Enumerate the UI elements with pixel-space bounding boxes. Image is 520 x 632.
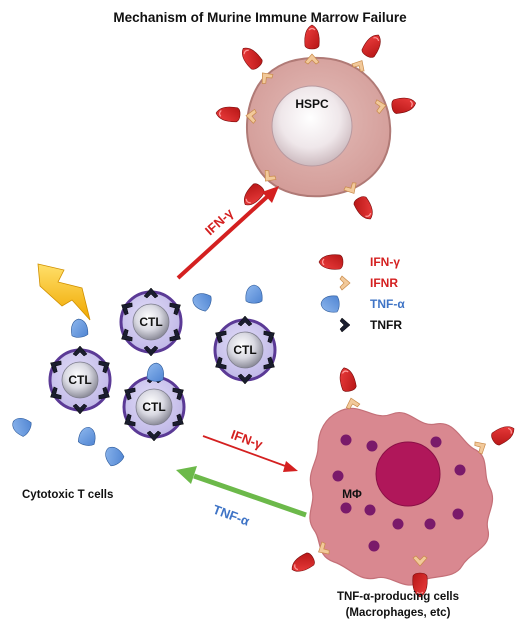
- ctl-label: CTL: [142, 400, 165, 414]
- diagram-title: Mechanism of Murine Immune Marrow Failur…: [113, 10, 407, 25]
- macrophage-cell: MΦ: [287, 365, 519, 598]
- producing-caption-line2: (Macrophages, etc): [346, 607, 451, 619]
- legend-label: TNFR: [370, 318, 402, 332]
- hspc-label: HSPC: [295, 97, 329, 111]
- ctl-cell: CTL: [212, 316, 278, 384]
- ctl-cell: CTL: [47, 346, 113, 414]
- legend-item-ifnr: IFNR: [339, 275, 398, 291]
- lightning-bolt-icon: [37, 263, 91, 321]
- legend-item-tnf-alpha: TNF-α: [320, 295, 405, 313]
- tnfr-receptor-icon: [339, 317, 351, 333]
- legend-label: TNF-α: [370, 297, 405, 311]
- legend-item-ifn-gamma: IFN-γ: [318, 254, 400, 270]
- macrophage-label: MΦ: [342, 487, 362, 501]
- arrow-ctl-to-macrophage: [202, 435, 298, 472]
- ctl-label: CTL: [233, 343, 256, 357]
- ctl-label: CTL: [139, 315, 162, 329]
- ctl-label: CTL: [68, 373, 91, 387]
- macrophage-nucleus: [375, 441, 441, 507]
- arrow-ctl-to-hspc: [176, 186, 279, 280]
- cytotoxic-caption: Cytotoxic T cells: [22, 489, 113, 501]
- hspc-nucleus: [271, 85, 353, 167]
- arrow-macrophage-to-ctl: [176, 466, 307, 518]
- ifnr-receptor-icon: [339, 275, 351, 291]
- ctl-cell: CTL: [118, 288, 184, 356]
- ctl-cell: CTL: [121, 373, 187, 441]
- arrow-macrophage-to-ctl-label: TNF-α: [211, 502, 251, 529]
- legend-label: IFN-γ: [370, 255, 400, 269]
- legend-item-tnfr: TNFR: [339, 317, 402, 333]
- legend-label: IFNR: [370, 276, 398, 290]
- legend: IFN-γ IFNR TNF-α TNFR: [318, 254, 405, 333]
- tnf-alpha-icon: [320, 295, 340, 313]
- arrow-ctl-to-hspc-label: IFN-γ: [202, 205, 237, 238]
- macrophage-granules: [332, 434, 466, 552]
- hspc-cell: HSPC: [214, 24, 418, 224]
- producing-caption-line1: TNF-α-producing cells: [337, 591, 459, 603]
- ifn-gamma-icon: [318, 254, 344, 270]
